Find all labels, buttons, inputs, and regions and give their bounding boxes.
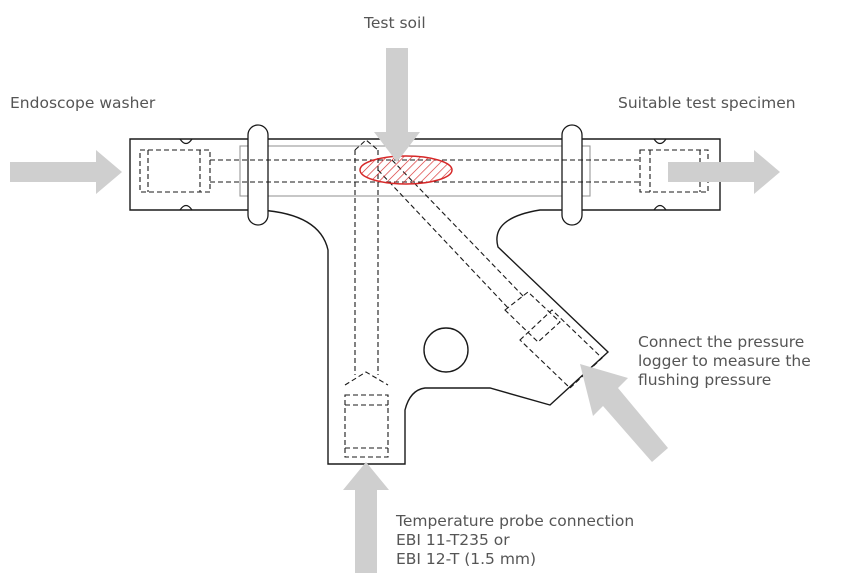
label-pressure-line-3: flushing pressure — [638, 371, 772, 389]
arrow-test-soil — [374, 48, 420, 162]
test-tube — [239, 145, 591, 197]
label-temperature-line-1: Temperature probe connection — [396, 512, 635, 530]
arrow-temperature — [343, 462, 389, 573]
label-test-soil: Test soil — [364, 14, 426, 32]
adapter-body-outline — [129, 138, 721, 465]
arrow-pressure — [580, 364, 668, 462]
label-pressure-logger: Connect the pressure logger to measure t… — [638, 333, 811, 390]
label-pressure-line-2: logger to measure the — [638, 352, 811, 370]
label-endoscope-washer: Endoscope washer — [10, 94, 156, 112]
arrow-outlet — [668, 150, 780, 194]
mounting-hole — [423, 327, 469, 373]
flow-arrows — [10, 48, 780, 573]
test-soil-region — [359, 155, 453, 185]
label-temperature-probe: Temperature probe connection EBI 11-T235… — [396, 512, 634, 569]
label-temperature-line-2: EBI 11-T235 or — [396, 531, 510, 549]
body-edge-details — [179, 138, 667, 211]
label-pressure-line-1: Connect the pressure — [638, 333, 805, 351]
label-temperature-line-3: EBI 12-T (1.5 mm) — [396, 550, 537, 568]
arrow-inlet — [10, 150, 122, 194]
label-test-specimen: Suitable test specimen — [618, 94, 796, 112]
o-rings — [247, 124, 583, 226]
